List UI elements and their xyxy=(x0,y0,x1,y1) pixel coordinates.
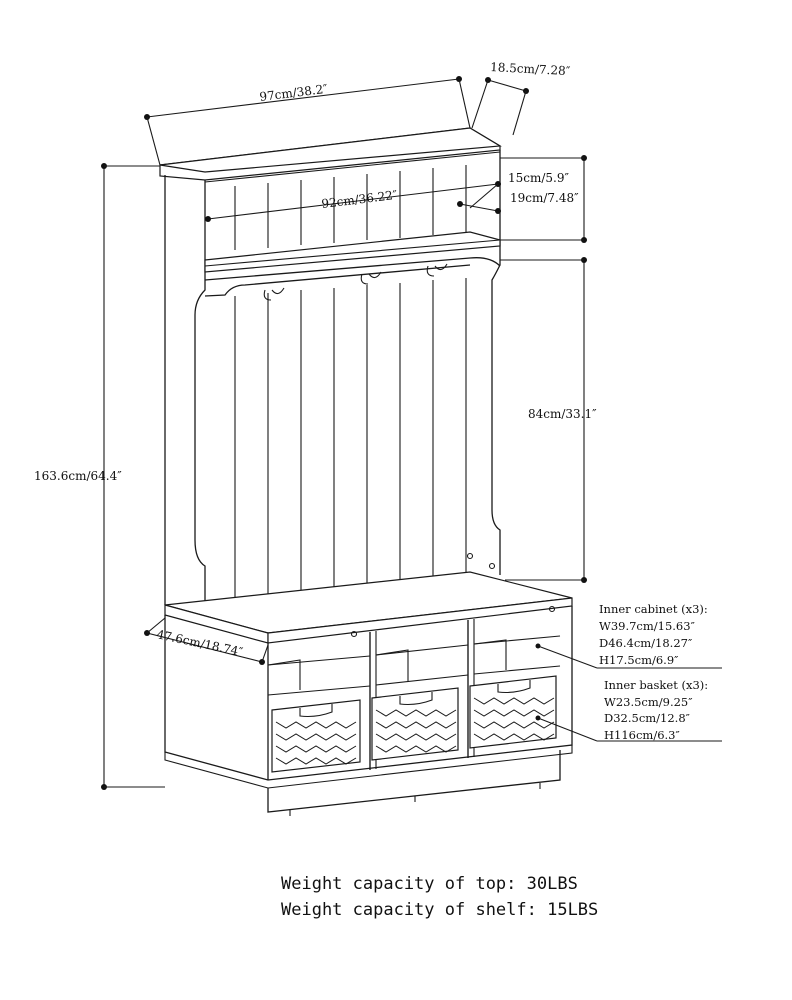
dim-width-label: 97cm/38.2″ xyxy=(259,82,329,104)
basket-left xyxy=(271,699,361,773)
dim-total-height-label: 163.6cm/64.4″ xyxy=(34,469,122,483)
basket-middle xyxy=(371,687,459,761)
inner-cabinet-title: Inner cabinet (x3): xyxy=(599,602,708,616)
inner-cabinet-spec: Inner cabinet (x3): W39.7cm/15.63″ D46.4… xyxy=(599,602,708,667)
capacity-shelf-text: Weight capacity of shelf: 15LBS xyxy=(281,900,598,920)
capacity-top-text: Weight capacity of top: 30LBS xyxy=(281,874,578,894)
inner-basket-height: H116cm/6.3″ xyxy=(604,728,680,742)
inner-basket-title: Inner basket (x3): xyxy=(604,678,708,692)
dim-shelf-height-label: 19cm/7.48″ xyxy=(510,191,579,205)
dim-inner-width-label: 92cm/36.22″ xyxy=(321,188,399,211)
dim-top-depth-label: 18.5cm/7.28″ xyxy=(490,60,571,78)
inner-basket-depth: D32.5cm/12.8″ xyxy=(604,711,691,725)
dim-back-height-label: 84cm/33.1″ xyxy=(528,407,597,421)
dimension-lines xyxy=(101,76,722,790)
inner-basket-spec: Inner basket (x3): W23.5cm/9.25″ D32.5cm… xyxy=(604,678,708,742)
basket-right xyxy=(469,675,557,749)
inner-cabinet-depth: D46.4cm/18.27″ xyxy=(599,636,693,650)
inner-basket-width: W23.5cm/9.25″ xyxy=(604,695,693,709)
dim-shelf-depth-label: 15cm/5.9″ xyxy=(508,171,569,185)
inner-cabinet-width: W39.7cm/15.63″ xyxy=(599,619,696,633)
inner-cabinet-height: H17.5cm/6.9″ xyxy=(599,653,679,667)
hall-tree-drawing xyxy=(159,127,573,816)
